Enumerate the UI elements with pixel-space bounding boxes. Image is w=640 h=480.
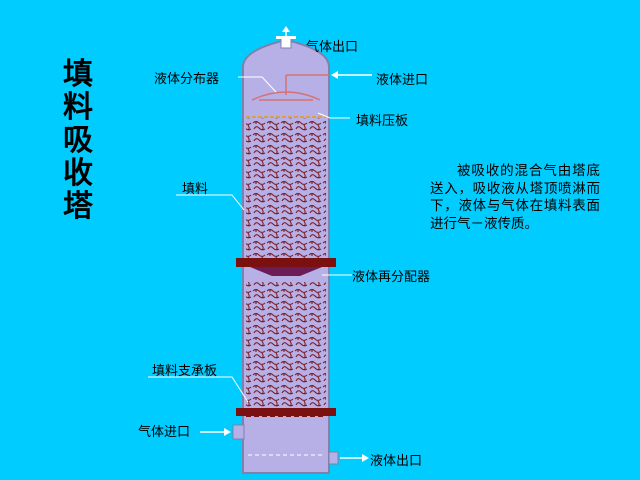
leader-lines [148,76,352,403]
gas-inlet-label: 气体进口 [138,425,191,440]
liquid-redistributor-label: 液体再分配器 [352,270,431,285]
packing-support-plate-label: 填料支承板 [152,364,218,379]
title-char: 吸 [63,123,93,158]
liquid-outlet-nozzle [328,451,339,465]
flow-arrows [200,26,372,462]
title-char: 塔 [63,189,93,224]
liquid-distributor-label: 液体分布器 [154,72,220,87]
upper-packing-bed [246,118,326,258]
liquid-outlet-label: 液体出口 [370,454,423,469]
title-char: 料 [63,90,93,125]
lower-packing-bed [246,282,326,408]
liquid-redistributor [236,258,336,276]
liquid-distributor [251,74,330,101]
title-char: 收 [63,156,93,191]
process-description: 被吸收的混合气由塔底送入，吸收液从塔顶喷淋而下，液体与气体在填料表面进行气－液传… [430,163,600,232]
title-char: 填 [63,57,93,92]
packing-support-plate [236,408,336,417]
page-title: 填 料 吸 收 塔 [58,58,98,223]
gas-outlet-label: 气体出口 [306,40,359,55]
packing-press-plate-label: 填料压板 [356,114,409,129]
gas-inlet-nozzle [232,424,245,440]
packing-label: 填料 [182,182,209,197]
liquid-inlet-label: 液体进口 [376,73,429,88]
